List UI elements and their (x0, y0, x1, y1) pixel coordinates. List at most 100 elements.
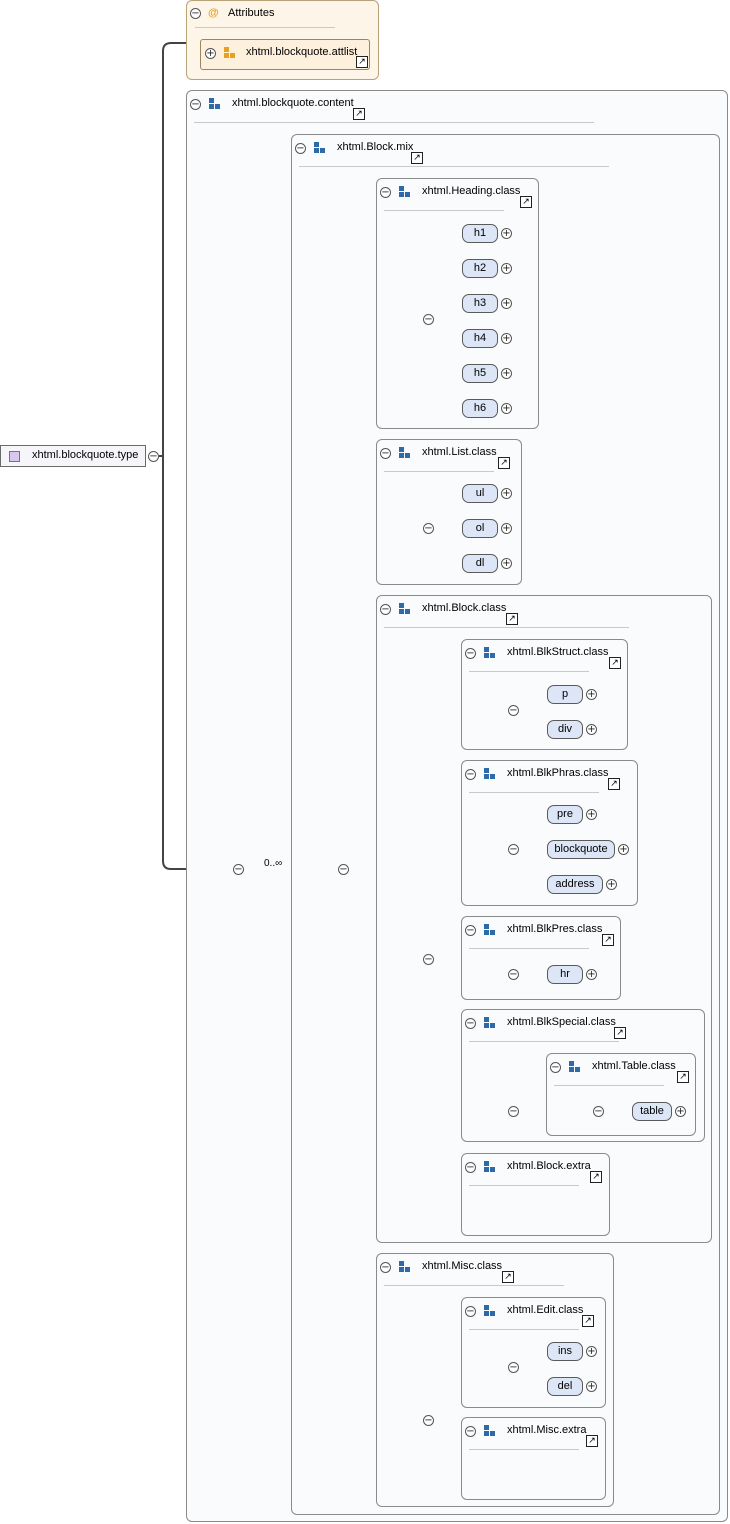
element-ol[interactable]: ol (462, 519, 498, 538)
at-icon: @ (208, 7, 219, 19)
edit-group-label: xhtml.Edit.class (507, 1304, 584, 1316)
blkspecial-collapse-toggle[interactable]: − (465, 1018, 476, 1029)
blkstruct-choice-toggle[interactable]: − (508, 705, 519, 716)
element-h5[interactable]: h5 (462, 364, 498, 383)
block-mix-collapse-toggle[interactable]: − (295, 143, 306, 154)
list-choice-toggle[interactable]: − (423, 523, 434, 534)
edit-collapse-toggle[interactable]: − (465, 1306, 476, 1317)
block-link-icon[interactable]: ↗ (506, 613, 518, 625)
heading-underline (384, 210, 504, 211)
table-class-underline (554, 1085, 664, 1086)
element-blockquote[interactable]: blockquote (547, 840, 615, 859)
element-address[interactable]: address (547, 875, 603, 894)
edit-link-icon[interactable]: ↗ (582, 1315, 594, 1327)
misc-extra-collapse-toggle[interactable]: − (465, 1426, 476, 1437)
element-pre[interactable]: pre (547, 805, 583, 824)
heading-link-icon[interactable]: ↗ (520, 196, 532, 208)
element-dl[interactable]: dl (462, 554, 498, 573)
blkphras-group-icon (484, 768, 496, 780)
element-hr-expand-toggle[interactable]: + (586, 969, 597, 980)
heading-group-label: xhtml.Heading.class (422, 185, 521, 197)
element-h3-expand-toggle[interactable]: + (501, 298, 512, 309)
blockmix-choice-toggle[interactable]: − (338, 864, 349, 875)
attributes-collapse-toggle[interactable]: − (190, 8, 201, 19)
edit-choice-toggle[interactable]: − (508, 1362, 519, 1373)
block-extra-collapse-toggle[interactable]: − (465, 1162, 476, 1173)
element-h4[interactable]: h4 (462, 329, 498, 348)
misc-choice-toggle[interactable]: − (423, 1415, 434, 1426)
attlist-expand-toggle[interactable]: + (205, 48, 216, 59)
heading-choice-toggle[interactable]: − (423, 314, 434, 325)
element-pre-expand-toggle[interactable]: + (586, 809, 597, 820)
element-h6[interactable]: h6 (462, 399, 498, 418)
element-h1-expand-toggle[interactable]: + (501, 228, 512, 239)
element-h2[interactable]: h2 (462, 259, 498, 278)
table-choice-toggle[interactable]: − (593, 1106, 604, 1117)
element-table[interactable]: table (632, 1102, 672, 1121)
blkspecial-choice-toggle[interactable]: − (508, 1106, 519, 1117)
element-del-expand-toggle[interactable]: + (586, 1381, 597, 1392)
misc-link-icon[interactable]: ↗ (502, 1271, 514, 1283)
element-table-expand-toggle[interactable]: + (675, 1106, 686, 1117)
element-h3[interactable]: h3 (462, 294, 498, 313)
root-collapse-toggle[interactable]: − (148, 451, 159, 462)
blkphras-collapse-toggle[interactable]: − (465, 769, 476, 780)
element-h6-expand-toggle[interactable]: + (501, 403, 512, 414)
block-choice-toggle[interactable]: − (423, 954, 434, 965)
heading-group-icon (399, 186, 411, 198)
element-hr[interactable]: hr (547, 965, 583, 984)
element-div-expand-toggle[interactable]: + (586, 724, 597, 735)
blkphras-link-icon[interactable]: ↗ (608, 778, 620, 790)
element-ins-expand-toggle[interactable]: + (586, 1346, 597, 1357)
attlist-link-icon[interactable]: ↗ (356, 56, 368, 68)
content-link-icon[interactable]: ↗ (353, 108, 365, 120)
root-element[interactable] (0, 445, 146, 467)
misc-collapse-toggle[interactable]: − (380, 1262, 391, 1273)
table-class-link-icon[interactable]: ↗ (677, 1071, 689, 1083)
content-group-label: xhtml.blockquote.content (232, 97, 354, 109)
list-link-icon[interactable]: ↗ (498, 457, 510, 469)
element-p-expand-toggle[interactable]: + (586, 689, 597, 700)
blkphras-choice-toggle[interactable]: − (508, 844, 519, 855)
sequence-collapse-toggle[interactable]: − (233, 864, 244, 875)
element-ul[interactable]: ul (462, 484, 498, 503)
table-class-collapse-toggle[interactable]: − (550, 1062, 561, 1073)
blkspecial-group-label: xhtml.BlkSpecial.class (507, 1016, 616, 1028)
heading-collapse-toggle[interactable]: − (380, 187, 391, 198)
element-h2-expand-toggle[interactable]: + (501, 263, 512, 274)
block-mix-link-icon[interactable]: ↗ (411, 152, 423, 164)
blkstruct-link-icon[interactable]: ↗ (609, 657, 621, 669)
element-ins[interactable]: ins (547, 1342, 583, 1361)
misc-extra-link-icon[interactable]: ↗ (586, 1435, 598, 1447)
root-label: xhtml.blockquote.type (32, 449, 139, 461)
element-h1[interactable]: h1 (462, 224, 498, 243)
blkpres-collapse-toggle[interactable]: − (465, 925, 476, 936)
list-underline (384, 471, 494, 472)
element-ul-expand-toggle[interactable]: + (501, 488, 512, 499)
element-p[interactable]: p (547, 685, 583, 704)
blkpres-link-icon[interactable]: ↗ (602, 934, 614, 946)
blkphras-group-label: xhtml.BlkPhras.class (507, 767, 609, 779)
list-group-icon (399, 447, 411, 459)
block-extra-link-icon[interactable]: ↗ (590, 1171, 602, 1183)
element-div[interactable]: div (547, 720, 583, 739)
content-collapse-toggle[interactable]: − (190, 99, 201, 110)
blkstruct-group-label: xhtml.BlkStruct.class (507, 646, 609, 658)
edit-underline (469, 1329, 579, 1330)
blkstruct-collapse-toggle[interactable]: − (465, 648, 476, 659)
blkspecial-link-icon[interactable]: ↗ (614, 1027, 626, 1039)
misc-group-label: xhtml.Misc.class (422, 1260, 503, 1272)
element-blockquote-expand-toggle[interactable]: + (618, 844, 629, 855)
block-collapse-toggle[interactable]: − (380, 604, 391, 615)
blkpres-sequence-toggle[interactable]: − (508, 969, 519, 980)
element-address-expand-toggle[interactable]: + (606, 879, 617, 890)
element-h4-expand-toggle[interactable]: + (501, 333, 512, 344)
blkspecial-underline (469, 1041, 619, 1042)
element-ol-expand-toggle[interactable]: + (501, 523, 512, 534)
list-collapse-toggle[interactable]: − (380, 448, 391, 459)
attlist-box[interactable] (200, 39, 370, 70)
table-class-group-label: xhtml.Table.class (592, 1060, 676, 1072)
element-dl-expand-toggle[interactable]: + (501, 558, 512, 569)
element-h5-expand-toggle[interactable]: + (501, 368, 512, 379)
element-del[interactable]: del (547, 1377, 583, 1396)
